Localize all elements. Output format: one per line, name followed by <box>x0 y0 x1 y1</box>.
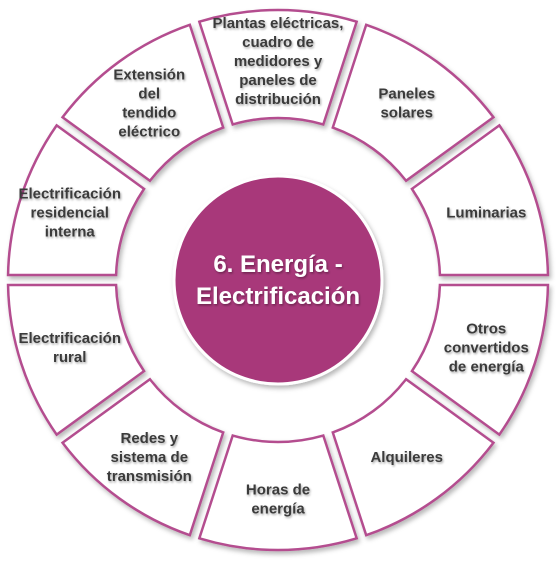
segment-label-8: Electrificación residencial interna <box>18 185 121 240</box>
segment-label-line: rural <box>53 349 86 366</box>
segment-label-line: distribución <box>235 91 321 108</box>
center-title-line: 6. Energía - <box>213 251 342 278</box>
segment-2 <box>410 123 550 277</box>
segment-4 <box>331 377 496 537</box>
segment-label-line: de energía <box>449 359 525 376</box>
segment-label-line: Plantas eléctricas, <box>213 15 344 32</box>
segment-label-line: Redes y <box>121 430 179 447</box>
segment-label-line: Horas de <box>246 482 310 499</box>
segment-label-line: Paneles <box>378 85 435 102</box>
segment-label-5: Horas de energía <box>246 482 310 518</box>
segment-label-line: eléctrico <box>118 123 180 140</box>
segment-label-3: Otros convertidos de energía <box>444 321 529 376</box>
segment-label-7: Electrificación rural <box>18 330 121 366</box>
segment-6 <box>60 377 225 537</box>
segment-label-1: Paneles solares <box>378 85 435 121</box>
segment-label-line: sistema de <box>111 449 189 466</box>
segment-7 <box>6 283 146 437</box>
segment-8 <box>6 123 146 277</box>
segment-label-line: cuadro de <box>242 34 314 51</box>
segment-label-6: Redes y sistema de transmisión <box>107 430 192 485</box>
segment-1 <box>331 23 496 183</box>
segment-9 <box>60 23 225 183</box>
segment-label-line: residencial <box>31 204 109 221</box>
segment-label-line: paneles de <box>239 72 317 89</box>
center-circle <box>172 174 384 386</box>
segment-label-0: Plantas eléctricas, cuadro de medidores y p… <box>213 15 344 108</box>
segment-0 <box>197 8 359 126</box>
segment-label-line: Luminarias <box>446 204 526 221</box>
segment-label-line: solares <box>380 104 433 121</box>
segment-label-2: Luminarias <box>446 204 526 221</box>
segment-label-line: tendido <box>122 104 176 121</box>
segment-label-4: Alquileres <box>370 449 443 466</box>
segment-label-line: del <box>138 85 160 102</box>
segment-label-line: interna <box>45 223 96 240</box>
segment-label-line: Extensión <box>113 66 185 83</box>
segment-ring: Plantas eléctricas, cuadro de medidores y p… <box>6 8 550 552</box>
segment-5 <box>197 434 359 552</box>
segment-label-line: Electrificación <box>18 185 121 202</box>
segment-label-9: Extensión del tendido eléctrico <box>113 66 185 140</box>
segment-label-line: convertidos <box>444 340 529 357</box>
center-title-line: Electrificación <box>196 283 360 310</box>
center-title: 6. Energía - Electrificación <box>196 251 360 310</box>
segment-label-line: Otros <box>466 321 506 338</box>
segment-label-line: medidores y <box>234 53 323 70</box>
segment-label-line: Alquileres <box>370 449 443 466</box>
segment-3 <box>410 283 550 437</box>
segment-label-line: energía <box>251 501 305 518</box>
center-node: 6. Energía - Electrificación <box>172 174 384 386</box>
segment-label-line: Electrificación <box>18 330 121 347</box>
segment-label-line: transmisión <box>107 468 192 485</box>
